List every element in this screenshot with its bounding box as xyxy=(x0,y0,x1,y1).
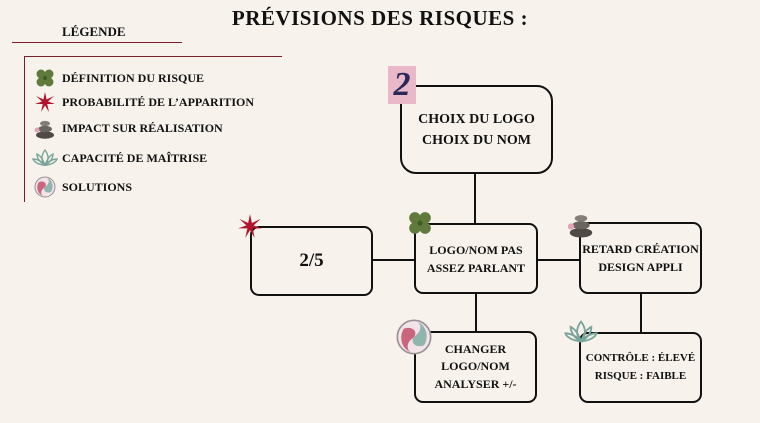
legend-divider xyxy=(24,56,25,202)
node-impact: RETARD CRÉATION DESIGN APPLI xyxy=(579,222,702,294)
node-control-line2: RISQUE : FAIBLE xyxy=(594,369,687,382)
legend-item-solutions: SOLUTIONS xyxy=(32,176,132,198)
star-burst-icon xyxy=(237,213,263,244)
legend-item-label: CAPACITÉ DE MAÎTRISE xyxy=(62,150,208,165)
koi-fish-icon xyxy=(394,317,434,362)
legend-item-label: IMPACT SUR RÉALISATION xyxy=(62,120,223,135)
node-probability: 2/5 xyxy=(250,226,373,296)
node-risk-line1: LOGO/NOM PAS xyxy=(429,242,523,257)
stones-icon xyxy=(566,209,596,244)
legend-divider xyxy=(24,56,282,57)
legend-item-probability: PROBABILITÉ DE L’APPARITION xyxy=(32,91,254,113)
legend-item-definition: DÉFINITION DU RISQUE xyxy=(32,67,204,89)
node-solution: CHANGER LOGO/NOM ANALYSER +/- xyxy=(414,331,537,403)
connector-line xyxy=(475,293,477,332)
node-control: CONTRÔLE : ÉLEVÉ RISQUE : FAIBLE xyxy=(579,332,702,403)
connector-line xyxy=(640,292,642,333)
stones-icon xyxy=(32,117,58,139)
node-solution-line3: ANALYSER +/- xyxy=(434,376,517,391)
node-solution-line2: LOGO/NOM xyxy=(441,359,510,374)
node-risk-line2: ASSEZ PARLANT xyxy=(426,260,526,275)
legend-item-impact: IMPACT SUR RÉALISATION xyxy=(32,117,223,139)
node-impact-line2: DESIGN APPLI xyxy=(598,260,683,274)
legend-title: LÉGENDE xyxy=(62,24,126,39)
connector-line xyxy=(372,259,416,261)
node-choice: CHOIX DU LOGO CHOIX DU NOM xyxy=(400,85,553,174)
step-number-badge: 2 xyxy=(388,66,416,104)
legend-item-label: DÉFINITION DU RISQUE xyxy=(62,70,205,85)
clover-icon xyxy=(406,209,434,242)
legend-item-label: PROBABILITÉ DE L’APPARITION xyxy=(62,94,255,109)
page-title: PRÉVISIONS DES RISQUES : xyxy=(231,6,529,30)
connector-line xyxy=(474,172,476,224)
node-probability-value: 2/5 xyxy=(299,250,324,271)
node-risk: LOGO/NOM PAS ASSEZ PARLANT xyxy=(414,223,538,294)
node-control-line1: CONTRÔLE : ÉLEVÉ xyxy=(585,351,696,364)
node-choice-line2: CHOIX DU NOM xyxy=(422,132,531,148)
lotus-icon xyxy=(32,147,58,169)
legend-item-control: CAPACITÉ DE MAÎTRISE xyxy=(32,147,207,169)
node-solution-line1: CHANGER xyxy=(444,341,507,356)
node-impact-line1: RETARD CRÉATION xyxy=(582,242,699,256)
koi-fish-icon xyxy=(32,176,58,198)
connector-line xyxy=(537,259,580,261)
legend-divider xyxy=(12,42,182,43)
star-burst-icon xyxy=(32,91,58,113)
node-choice-line1: CHOIX DU LOGO xyxy=(418,111,535,127)
clover-icon xyxy=(32,67,58,89)
lotus-icon xyxy=(563,319,599,350)
legend-item-label: SOLUTIONS xyxy=(62,179,133,194)
